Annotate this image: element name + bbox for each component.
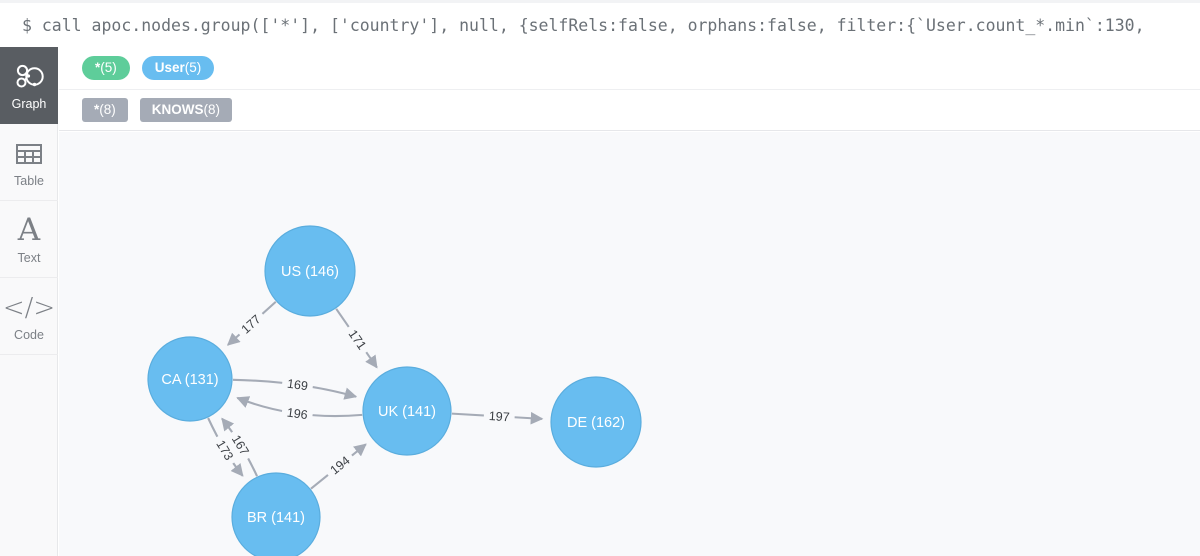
graph-icon <box>14 60 44 94</box>
sidebar-item-code-label: Code <box>14 327 44 342</box>
view-mode-sidebar: Graph Table A Text </> Code <box>0 47 58 556</box>
graph-svg[interactable]: US (146) CA (131) UK (141) BR (141) DE (162)… <box>59 132 1200 556</box>
legend-pill-knows-count: (8) <box>203 102 221 117</box>
graph-edge-label: 194 <box>322 448 358 482</box>
legend-pill-all-relationships[interactable]: *(8) <box>82 98 128 122</box>
graph-visualization-canvas[interactable]: US (146) CA (131) UK (141) BR (141) DE (162)… <box>59 132 1200 556</box>
sidebar-item-code[interactable]: </> Code <box>0 278 58 355</box>
legend-pill-knows-name: KNOWS <box>151 102 204 117</box>
graph-node-us[interactable]: US (146) <box>264 225 356 317</box>
legend-pill-all-nodes-count: (5) <box>100 60 117 75</box>
graph-legend: *(5) User(5) *(8) KNOWS(8) <box>59 47 1200 131</box>
sidebar-item-graph-label: Graph <box>11 96 47 111</box>
code-icon: </> <box>2 292 56 323</box>
graph-edge-label: 196 <box>280 403 314 425</box>
legend-pill-all-relationships-count: (8) <box>99 102 116 117</box>
graph-nodes-layer: US (146) CA (131) UK (141) BR (141) DE (162) <box>147 225 642 556</box>
sidebar-item-table[interactable]: Table <box>0 124 58 201</box>
sidebar-item-text-label: Text <box>17 250 41 265</box>
query-text: $ call apoc.nodes.group(['*'], ['country… <box>22 15 1145 35</box>
graph-node-circle[interactable] <box>147 336 233 422</box>
graph-edge-label: 197 <box>483 406 516 426</box>
graph-node-uk[interactable]: UK (141) <box>362 366 452 456</box>
legend-pill-user-count: (5) <box>184 60 202 75</box>
graph-node-circle[interactable] <box>550 376 642 468</box>
legend-pill-user-name: User <box>154 60 185 75</box>
graph-edge-label: 169 <box>281 374 314 396</box>
sidebar-item-table-label: Table <box>14 173 44 188</box>
legend-pill-all-relationships-name: * <box>94 102 100 117</box>
graph-node-circle[interactable] <box>231 472 321 556</box>
legend-pill-all-nodes-name: * <box>95 60 101 75</box>
table-icon <box>15 137 43 171</box>
sidebar-item-text[interactable]: A Text <box>0 201 58 278</box>
text-icon: A <box>17 212 41 248</box>
legend-pill-user[interactable]: User(5) <box>141 56 215 80</box>
sidebar-item-graph[interactable]: Graph <box>0 47 58 124</box>
results-panel: *(5) User(5) *(8) KNOWS(8) US (146)CA (1… <box>59 47 1200 556</box>
legend-row-node-labels: *(5) User(5) <box>59 47 1200 89</box>
graph-edge-label: 171 <box>341 322 374 358</box>
query-bar[interactable]: $ call apoc.nodes.group(['*'], ['country… <box>0 0 1200 47</box>
graph-node-de[interactable]: DE (162) <box>550 376 642 468</box>
legend-pill-all-nodes[interactable]: *(5) <box>82 56 130 80</box>
legend-pill-knows[interactable]: KNOWS(8) <box>139 98 233 122</box>
graph-node-circle[interactable] <box>362 366 452 456</box>
graph-node-circle[interactable] <box>264 225 356 317</box>
graph-node-br[interactable]: BR (141) <box>231 472 321 556</box>
legend-row-relationship-types: *(8) KNOWS(8) <box>59 89 1200 131</box>
graph-node-ca[interactable]: CA (131) <box>147 336 233 422</box>
